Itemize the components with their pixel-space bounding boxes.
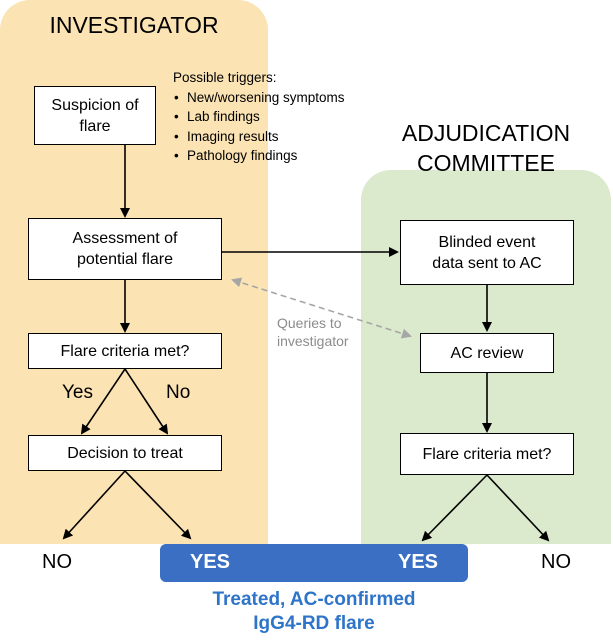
decision-box: Decision to treat: [28, 435, 222, 471]
trigger-item: Pathology findings: [174, 146, 345, 166]
arrow-criteria-yes-ac: [421, 474, 488, 542]
footer-line-2: IgG4-RD flare: [253, 613, 375, 634]
suspicion-of-flare-box: Suspicion of flare: [34, 86, 156, 145]
arrow-criteria-no-ac: [486, 474, 550, 542]
ac-review-text: AC review: [450, 344, 524, 362]
assessment-text: Assessment of potential flare: [72, 230, 178, 268]
suspicion-of-flare-text: Suspicion of flare: [51, 96, 139, 135]
arrow-criteria-no: [124, 368, 169, 435]
committee-criteria-text: Flare criteria met?: [422, 445, 552, 463]
investigator-yes-outcome: YES: [190, 551, 231, 573]
committee-no-outcome: NO: [541, 551, 571, 573]
queries-text: Queries to investigator: [277, 315, 349, 349]
footer-line-1: Treated, AC-confirmed: [212, 589, 416, 610]
committee-title: ADJUDICATION COMMITTEE: [401, 120, 571, 176]
footer-caption: Treated, AC-confirmed IgG4-RD flare: [160, 588, 468, 636]
investigator-criteria-text: Flare criteria met?: [60, 342, 190, 360]
committee-yes-outcome: YES: [398, 551, 439, 573]
trigger-item: Lab findings: [174, 107, 345, 127]
arrow-criteria-yes: [80, 368, 126, 435]
queries-label: Queries to investigator: [277, 314, 349, 350]
investigator-title: INVESTIGATOR: [49, 12, 219, 38]
arrow-queries: [231, 277, 412, 339]
blinded-event-text: Blinded event data sent to AC: [432, 233, 542, 272]
trigger-item: Imaging results: [174, 127, 345, 147]
arrow-decision-no: [62, 470, 126, 540]
ac-review-box: AC review: [420, 333, 554, 373]
no-label: No: [166, 382, 191, 403]
investigator-criteria-box: Flare criteria met?: [28, 333, 222, 369]
possible-triggers: Possible triggers: New/worsening symptom…: [173, 68, 345, 166]
committee-criteria-box: Flare criteria met?: [400, 433, 574, 475]
decision-text: Decision to treat: [67, 444, 183, 462]
blinded-event-box: Blinded event data sent to AC: [400, 220, 574, 285]
triggers-title: Possible triggers:: [173, 70, 277, 85]
trigger-item: New/worsening symptoms: [174, 88, 345, 108]
yes-label: Yes: [62, 382, 93, 403]
arrow-decision-yes: [124, 470, 192, 540]
yes-outcome-bar: YES YES: [160, 544, 468, 582]
assessment-box: Assessment of potential flare: [28, 218, 222, 280]
investigator-no-outcome: NO: [42, 551, 72, 573]
